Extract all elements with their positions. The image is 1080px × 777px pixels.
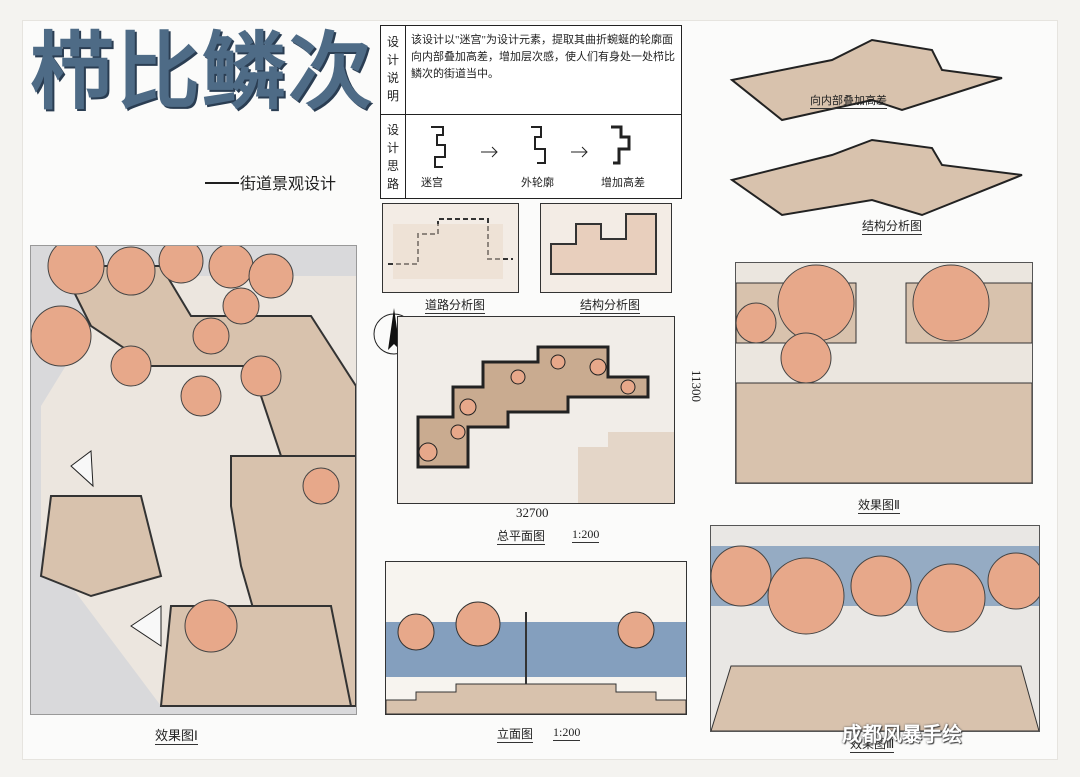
subtitle-line	[205, 182, 239, 184]
axon-note: 向内部叠加高差	[810, 92, 887, 109]
elevation-label: 立面图	[497, 727, 534, 743]
concept-sketch	[431, 125, 631, 168]
concept-step-1: 迷宫	[421, 177, 443, 189]
effect2-label: 效果图Ⅱ	[858, 498, 900, 514]
master-plan-art	[398, 317, 674, 503]
description-text: 该设计以"迷宫"为设计元素，提取其曲折蜿蜒的轮廓面向内部叠加高差，增加层次感，使…	[411, 34, 675, 80]
structure-analysis-drawing	[540, 203, 672, 293]
concept-header-3: 思	[386, 159, 399, 173]
master-plan-drawing	[397, 316, 675, 504]
concept-header-4: 路	[386, 177, 399, 191]
effect3-label: 效果图Ⅲ	[850, 737, 895, 753]
road-analysis-art	[388, 218, 513, 279]
road-analysis-label: 道路分析图	[425, 298, 486, 314]
desc-header-3: 说	[386, 71, 399, 85]
effect-drawing-1	[30, 237, 357, 715]
watermark: 成都风暴手绘	[842, 722, 962, 746]
description-divider	[381, 114, 681, 115]
desc-header-2: 计	[386, 53, 399, 67]
plan-label: 总平面图	[497, 529, 546, 545]
concept-flow: 迷宫 外轮廓 增加高差	[411, 122, 676, 192]
plan-height-dim: 11300	[689, 370, 704, 403]
desc-header-4: 明	[386, 89, 399, 103]
elevation-art	[385, 601, 687, 715]
plan-width-dim: 32700	[516, 505, 549, 520]
plan-scale: 1:200	[572, 527, 600, 543]
concept-step-2: 外轮廓	[521, 177, 554, 189]
page-title: 栉比鳞次	[30, 23, 375, 121]
elevation-scale: 1:200	[553, 725, 581, 741]
structure-analysis-art	[550, 213, 657, 275]
structure-axon-drawing	[722, 30, 1042, 218]
concept-header-1: 设	[386, 123, 399, 137]
subtitle: 街道景观设计	[240, 176, 337, 193]
desc-header-1: 设	[386, 35, 399, 49]
structure-axon-art	[729, 38, 1023, 217]
concept-step-3: 增加高差	[601, 177, 645, 189]
effect-drawing-1-art	[30, 237, 357, 714]
axon-label: 结构分析图	[862, 219, 923, 235]
road-analysis-drawing	[382, 203, 519, 293]
concept-header-2: 计	[386, 141, 399, 155]
effect-drawing-3	[710, 525, 1045, 732]
description-header-column	[381, 26, 406, 198]
effect-drawing-2-art	[735, 263, 1033, 484]
effect-drawing-2	[735, 262, 1033, 484]
structure-analysis-label: 结构分析图	[580, 298, 641, 314]
elevation-drawing	[385, 561, 687, 715]
effect1-label: 效果图Ⅰ	[155, 725, 198, 745]
description-box: 设 计 说 明 该设计以"迷宫"为设计元素，提取其曲折蜿蜒的轮廓面向内部叠加高差…	[380, 25, 682, 199]
effect-drawing-3-art	[710, 526, 1045, 732]
